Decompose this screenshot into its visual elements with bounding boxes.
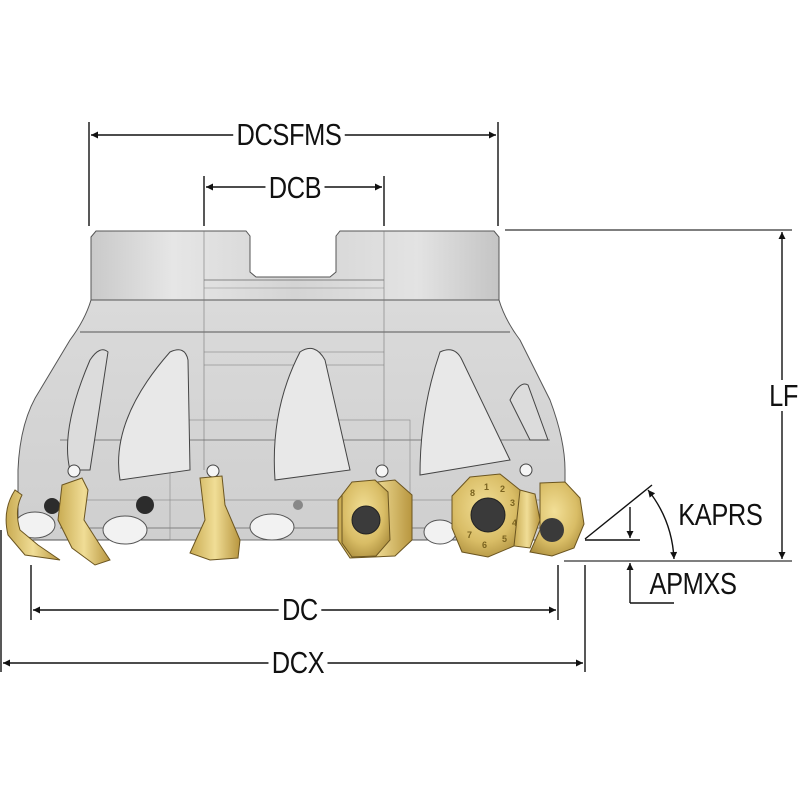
cutter-body bbox=[14, 230, 566, 545]
insert-center bbox=[337, 479, 413, 559]
dimension-label-apmxs: APMXS bbox=[649, 566, 737, 601]
svg-text:4: 4 bbox=[512, 518, 517, 528]
dimension-label-dcx: DCX bbox=[268, 647, 328, 678]
svg-text:8: 8 bbox=[470, 488, 475, 498]
chip-flutes bbox=[67, 347, 549, 481]
svg-text:3: 3 bbox=[510, 498, 515, 508]
svg-text:7: 7 bbox=[467, 530, 472, 540]
dimension-label-dcsfms: DCSFMS bbox=[233, 119, 345, 150]
screw-holes bbox=[44, 496, 303, 514]
cutting-inserts: 81 2 3 45 67 bbox=[5, 473, 585, 566]
dimension-label-kaprs: KAPRS bbox=[678, 497, 763, 532]
insert-right-front: 81 2 3 45 67 bbox=[451, 473, 541, 558]
svg-text:6: 6 bbox=[482, 540, 487, 550]
clamp-rings bbox=[67, 463, 533, 478]
svg-text:1: 1 bbox=[484, 482, 489, 492]
insert-right-edge bbox=[529, 481, 585, 557]
coolant-nozzles bbox=[14, 511, 457, 545]
dimension-label-dc: DC bbox=[278, 594, 322, 625]
svg-text:5: 5 bbox=[502, 534, 507, 544]
dimension-label-dcb: DCB bbox=[265, 172, 325, 203]
dimension-label-lf: LF bbox=[765, 380, 800, 411]
svg-text:2: 2 bbox=[500, 484, 505, 494]
